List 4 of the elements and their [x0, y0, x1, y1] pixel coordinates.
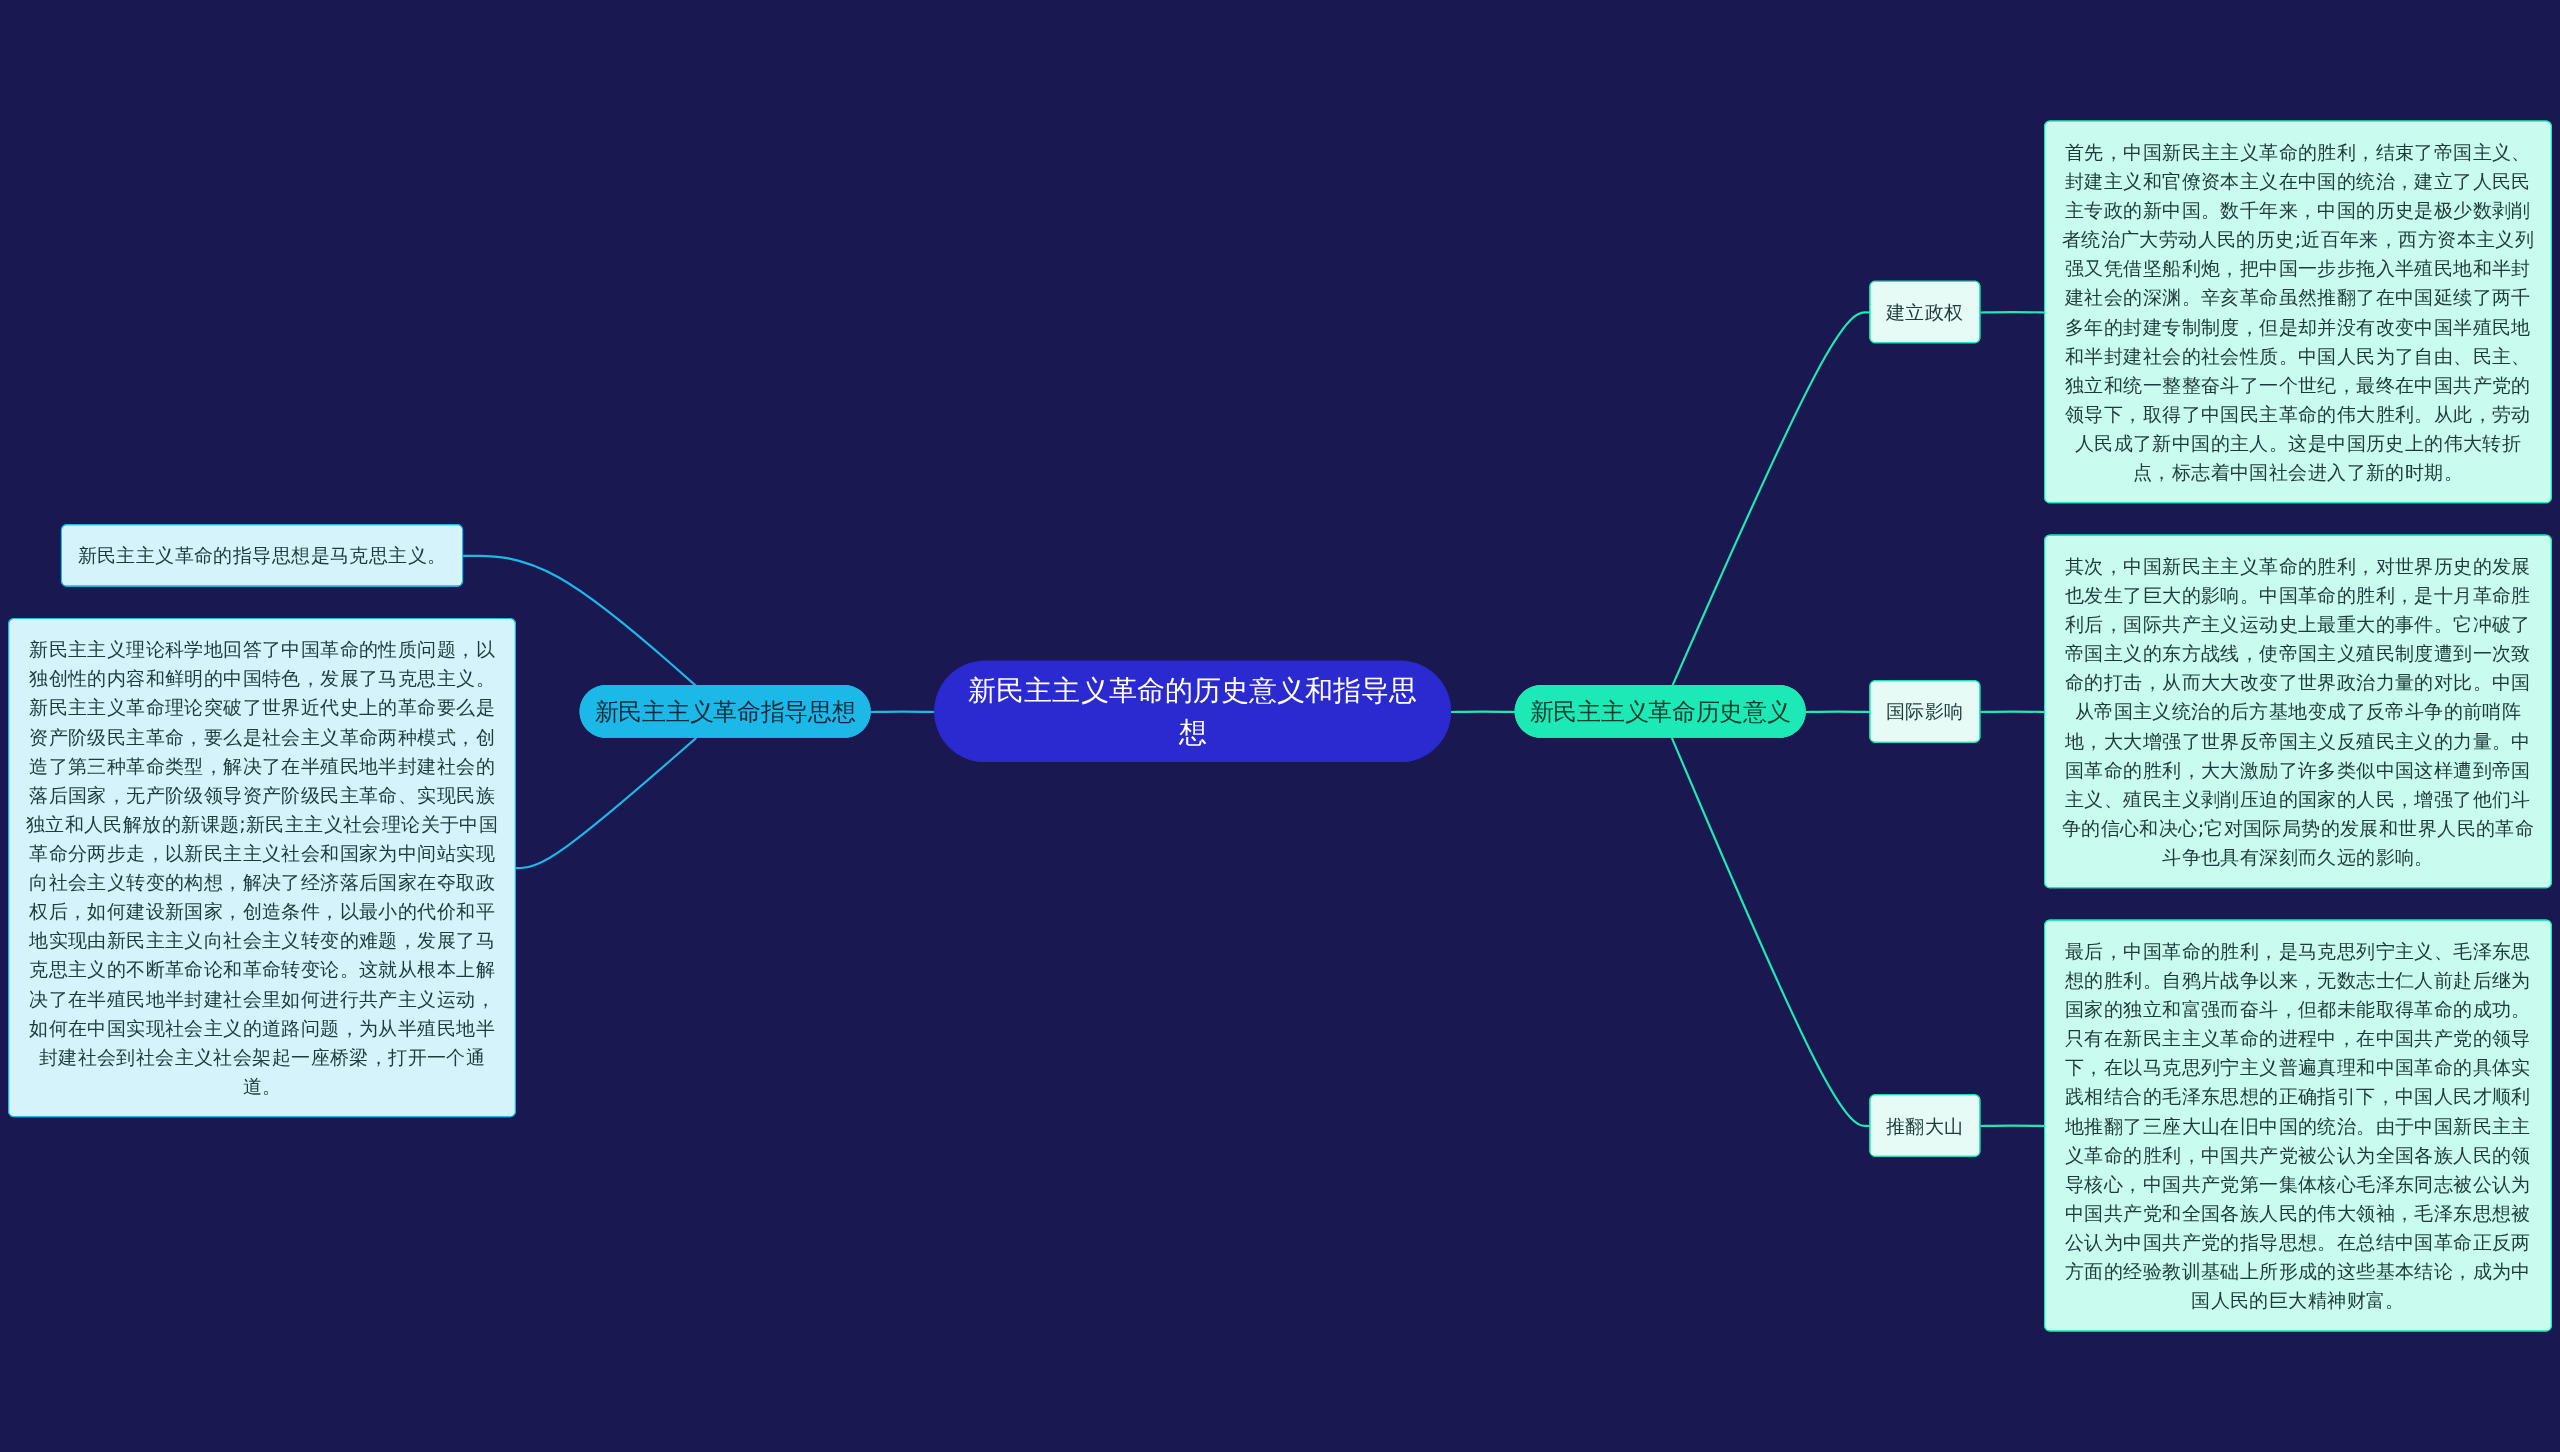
connector	[463, 554, 697, 687]
connector	[870, 710, 936, 714]
connector	[1451, 710, 1516, 714]
connector	[515, 737, 697, 870]
